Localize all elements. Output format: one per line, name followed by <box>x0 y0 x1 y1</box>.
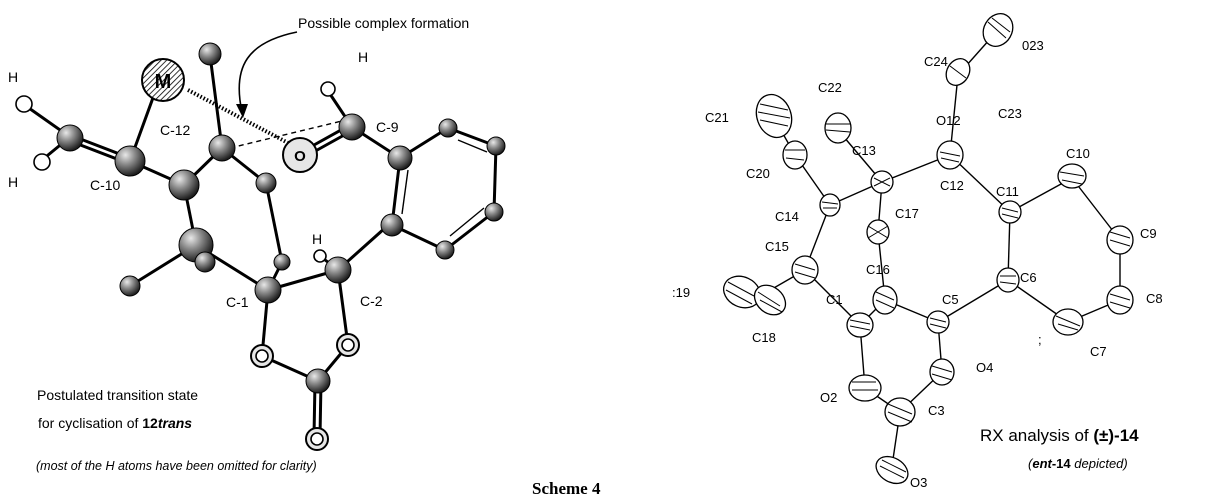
atom-label-h-lower-left: H <box>8 174 18 190</box>
atom-label-c18: C18 <box>752 330 776 345</box>
atom-label-h-top: H <box>358 49 368 65</box>
atom-label-c13: C13 <box>852 143 876 158</box>
scheme-title: Scheme 4 <box>532 479 601 498</box>
atom-label-o: O <box>294 148 306 165</box>
rx-caption: RX analysis of (±)-14 <box>980 426 1139 445</box>
atom-label-c10: C10 <box>1066 146 1090 161</box>
transition-state-model <box>15 31 506 451</box>
atom-label-o12: O12 <box>936 113 961 128</box>
atom-label-c1: C-1 <box>226 294 249 310</box>
atom-label-c6: C6 <box>1020 270 1037 285</box>
atom-label-c11: C11 <box>996 184 1019 199</box>
atom-label-c12: C-12 <box>160 122 191 138</box>
atom-label-c9: C-9 <box>376 119 399 135</box>
atom-label-semicolon: ; <box>1038 332 1042 347</box>
atom-label-c5: C5 <box>942 292 959 307</box>
caption-line-2: for cyclisation of 12trans <box>38 415 192 431</box>
atom-label-c21: C21 <box>705 110 729 125</box>
atom-label-c8: C8 <box>1146 291 1163 306</box>
atom-label-o2: O2 <box>820 390 837 405</box>
metal-label: M <box>155 71 172 93</box>
atom-label-c2: C-2 <box>360 293 383 309</box>
caption-line-1: Postulated transition state <box>37 387 198 403</box>
atom-label-c16: C16 <box>866 262 890 277</box>
atom-label-c22: C22 <box>818 80 842 95</box>
atom-label-c9: C9 <box>1140 226 1157 241</box>
atom-label-c15: C15 <box>765 239 789 254</box>
atom-label-c10: C-10 <box>90 177 121 193</box>
atom-label-o3: O3 <box>910 475 927 490</box>
atom-label-c19: :19 <box>672 285 690 300</box>
ortep-atom-labels: C21 C22 C24 023 O12 C23 C13 C20 C12 C10 … <box>672 38 1163 490</box>
atom-label-o23: 023 <box>1022 38 1044 53</box>
atom-label-c20: C20 <box>746 166 770 181</box>
atom-label-c23: C23 <box>998 106 1022 121</box>
atom-label-h-mid: H <box>312 231 322 247</box>
atom-label-c24: C24 <box>924 54 948 69</box>
atom-label-o4: O4 <box>976 360 993 375</box>
atom-label-c1: C1 <box>826 292 843 307</box>
atom-label-h-top-left: H <box>8 69 18 85</box>
atom-label-c14: C14 <box>775 209 799 224</box>
atom-label-c7: C7 <box>1090 344 1107 359</box>
atom-label-c17: C17 <box>895 206 919 221</box>
rx-subcaption: (ent-14 depicted) <box>1028 456 1128 471</box>
atom-label-c3: C3 <box>928 403 945 418</box>
footnote: (most of the H atoms have been omitted f… <box>36 459 317 473</box>
complex-formation-note: Possible complex formation <box>298 15 469 31</box>
atom-label-c12: C12 <box>940 178 964 193</box>
ortep-structure <box>723 13 1134 485</box>
